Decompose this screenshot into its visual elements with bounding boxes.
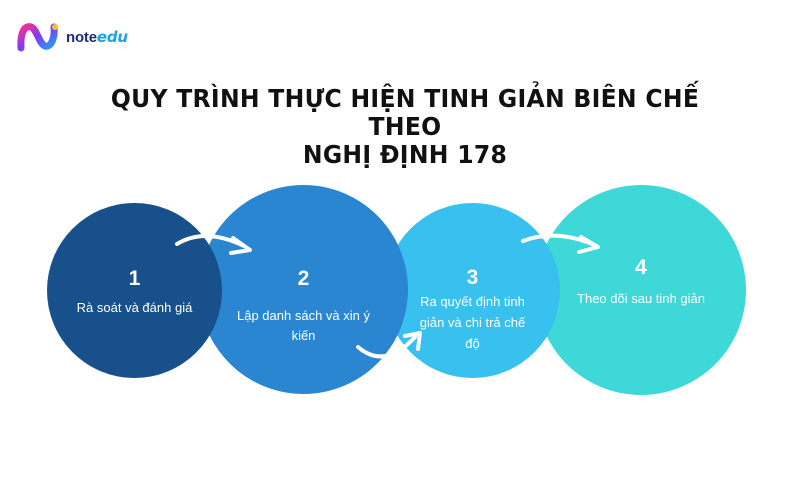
step-circle-2: 2 Lập danh sách và xin ý kiến <box>199 185 408 394</box>
title-line-1: QUY TRÌNH THỰC HIỆN TINH GIẢN BIÊN CHẾ T… <box>110 84 700 141</box>
step-label-4: Theo dõi sau tinh giản <box>577 291 705 306</box>
title-line-2: NGHỊ ĐỊNH 178 <box>302 140 508 169</box>
logo-word-note: note <box>66 29 97 46</box>
step-label-1: Rà soát và đánh giá <box>76 300 193 315</box>
step-label-3: Ra quyết định tinh giản và chi trả chế đ… <box>419 294 526 351</box>
step-number-1: 1 <box>128 267 141 290</box>
step-number-4: 4 <box>635 256 647 279</box>
step-circle-1: 1 Rà soát và đánh giá <box>47 203 222 378</box>
page-title: QUY TRÌNH THỰC HIỆN TINH GIẢN BIÊN CHẾ T… <box>81 85 730 169</box>
step-circle-3: 3 Ra quyết định tinh giản và chi trả chế… <box>385 203 560 378</box>
step-number-2: 2 <box>297 267 310 290</box>
logo-word-edu: edu <box>96 28 128 46</box>
step-number-3: 3 <box>466 266 479 289</box>
noteedu-logo: noteedu <box>17 20 128 54</box>
noteedu-logo-icon <box>17 23 58 52</box>
step-circle-4: 4 Theo dõi sau tinh giản <box>536 185 746 395</box>
logo-wordmark: noteedu <box>66 28 128 46</box>
step-label-2: Lập danh sách và xin ý kiến <box>237 308 370 343</box>
